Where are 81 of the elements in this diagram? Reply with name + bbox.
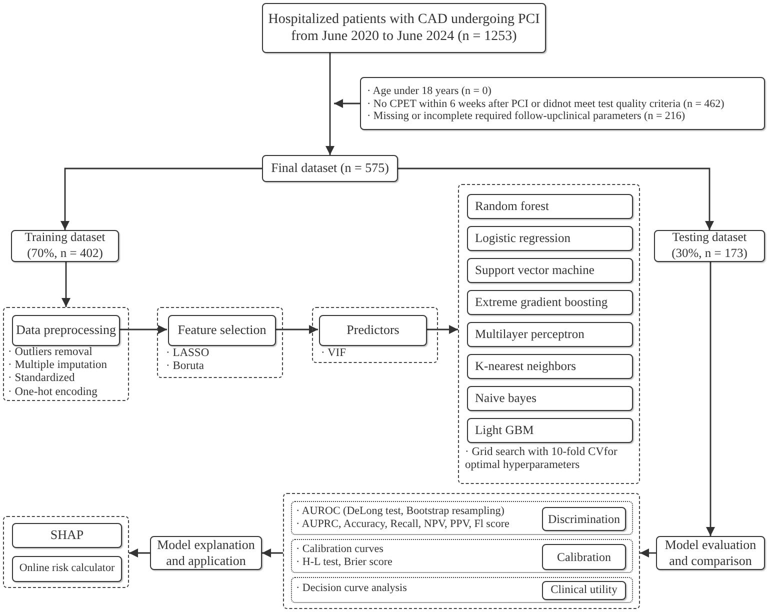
box-label: SHAP: [50, 527, 84, 544]
process-box: [12, 523, 122, 548]
bullet-text: · H-L test, Brier score: [296, 556, 394, 568]
bullet-text: · No CPET within 6 weeks after PCI or didnot meet test quality criteria (n = 462): [367, 98, 726, 110]
box-label: Discrimination: [548, 512, 620, 526]
bullet-text: · Age under 18 years (n = 0): [367, 85, 492, 98]
process-box: [360, 77, 765, 130]
arrow: [129, 548, 150, 558]
bullet-text: · Missing or incomplete required follow-upclinical parameters (n = 216): [367, 110, 686, 123]
arrow: [398, 168, 714, 230]
box-label: Predictors: [346, 322, 400, 339]
box-label: Multilayer perceptron: [475, 326, 584, 342]
box-label: Final dataset (n = 575): [271, 160, 389, 177]
box-label: Hospitalized patients with CAD undergoing PCI from June 2020 to June 2024 (n = 1253): [267, 10, 541, 46]
dashed-group-box: [3, 516, 129, 588]
box-label: Clinical utility: [550, 583, 618, 598]
arrow: [706, 262, 715, 536]
process-box: [467, 194, 633, 219]
dashed-group-box: [458, 184, 640, 484]
arrow: [262, 548, 283, 558]
bullet-text: · Multiple imputation: [8, 359, 108, 372]
bullet-text: · Standardized: [8, 372, 76, 386]
dashed-group-box: [157, 307, 283, 378]
box-label: Naive bayes: [475, 390, 536, 406]
process-box: [262, 155, 398, 182]
dashed-group-box: [3, 307, 129, 401]
arrow: [640, 548, 656, 558]
dotted-group-box: [291, 539, 633, 573]
process-box: [467, 386, 633, 411]
box-label: K-nearest neighbors: [475, 358, 576, 374]
bullet-text: · AUPRC, Accuracy, Recall, NPV, PPV, Fl score: [296, 518, 510, 530]
process-box: [542, 544, 626, 570]
process-box: [467, 258, 633, 283]
box-label: Data preprocessing: [16, 322, 116, 339]
arrow: [60, 168, 262, 230]
box-label: Testing dataset (30%, n = 173): [670, 230, 748, 262]
bullet-text: · Grid search with 10-fold CVfor optimal hyperparameters: [465, 446, 618, 472]
process-box: [467, 322, 633, 347]
bullet-text: · One-hot encoding: [8, 386, 98, 399]
process-box: [467, 226, 633, 251]
process-box: [542, 581, 626, 600]
box-label: Support vector machine: [475, 262, 594, 278]
box-label: Random forest: [475, 198, 549, 214]
box-label: Calibration: [557, 550, 611, 564]
dashed-group-box: [312, 307, 438, 363]
box-label: Feature selection: [178, 322, 266, 339]
dotted-group-box: [291, 577, 633, 603]
process-box: [467, 290, 633, 315]
arrow: [119, 325, 167, 334]
process-box: [11, 230, 119, 262]
bullet-text: · Calibration curves: [296, 543, 384, 556]
process-box: [319, 315, 427, 346]
arrow: [426, 325, 458, 334]
box-label: Training dataset (70%, n = 402): [24, 230, 106, 262]
arrow: [326, 53, 334, 155]
arrow: [275, 325, 318, 334]
arrow: [334, 99, 360, 108]
arrow: [62, 262, 70, 307]
process-box: [467, 418, 633, 443]
bullet-text: · LASSO: [166, 347, 210, 360]
box-label: Model explanation and application: [156, 536, 256, 570]
bullet-text: · Boruta: [166, 360, 206, 374]
bullet-text: · VIF: [321, 347, 348, 360]
process-box: [168, 315, 276, 346]
process-box: [542, 507, 626, 531]
box-label: Logistic regression: [475, 230, 570, 246]
box-label: Online risk calculator: [19, 562, 115, 576]
process-box: [656, 536, 765, 570]
dotted-group-box: [291, 501, 633, 535]
process-box: [262, 3, 546, 53]
process-box: [654, 230, 765, 262]
bullet-text: · Outliers removal: [8, 346, 94, 360]
process-box: [12, 556, 122, 582]
process-box: [467, 354, 633, 379]
box-label: Model evaluation and comparison: [664, 536, 758, 570]
bullet-text: · Decision curve analysis: [296, 582, 408, 595]
bullet-text: · AUROC (DeLong test, Bootstrap resampling): [296, 505, 506, 518]
box-label: Light GBM: [475, 422, 534, 438]
box-label: Extreme gradient boosting: [475, 294, 608, 310]
dashed-group-box: [283, 493, 640, 609]
process-box: [12, 315, 120, 346]
